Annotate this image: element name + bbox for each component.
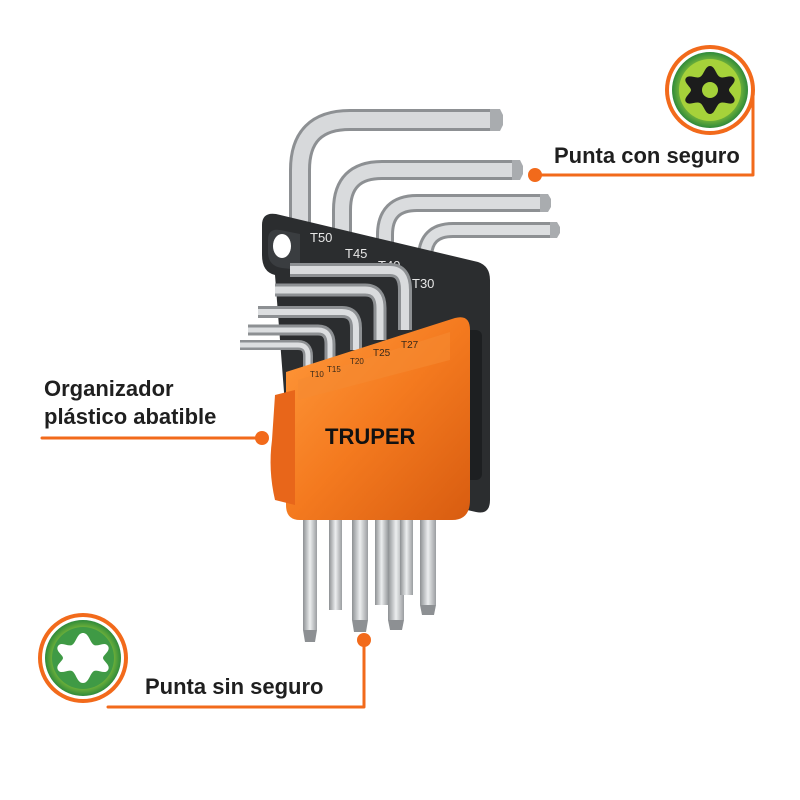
- callout-label-organizador-line2: plástico abatible: [44, 404, 217, 429]
- callout-line-top: [533, 82, 755, 177]
- key-long-arms: [303, 500, 436, 642]
- torx-star-icon: [38, 613, 128, 703]
- callout-label-organizador: Organizador plástico abatible: [44, 375, 216, 431]
- brand-logo: TRUPER: [325, 424, 416, 449]
- callout-label-punta-sin-seguro: Punta sin seguro: [145, 674, 324, 699]
- orange-organizer: [270, 317, 470, 520]
- size-label-t27: T27: [401, 340, 419, 351]
- size-label-t45: T45: [345, 246, 367, 261]
- torx-tamper-proof-icon: [665, 45, 755, 135]
- callout-dot-bottom: [357, 633, 371, 647]
- callout-label-punta-con-seguro: Punta con seguro: [554, 143, 740, 168]
- callout-line-bottom: [106, 640, 366, 709]
- size-label-t15: T15: [327, 365, 341, 374]
- size-label-t30: T30: [412, 276, 434, 291]
- callout-dot-left: [255, 431, 269, 445]
- size-label-t20: T20: [350, 357, 364, 366]
- callout-lines: [40, 82, 755, 709]
- small-keys-top: [240, 263, 412, 370]
- size-label-t50: T50: [310, 230, 332, 245]
- size-label-t10: T10: [310, 370, 324, 379]
- callout-dot-top: [528, 168, 542, 182]
- size-label-t25: T25: [373, 348, 391, 359]
- large-keys: [289, 109, 560, 280]
- callout-label-organizador-line1: Organizador: [44, 376, 174, 401]
- small-size-labels: T10 T15 T20 T25 T27: [310, 340, 419, 379]
